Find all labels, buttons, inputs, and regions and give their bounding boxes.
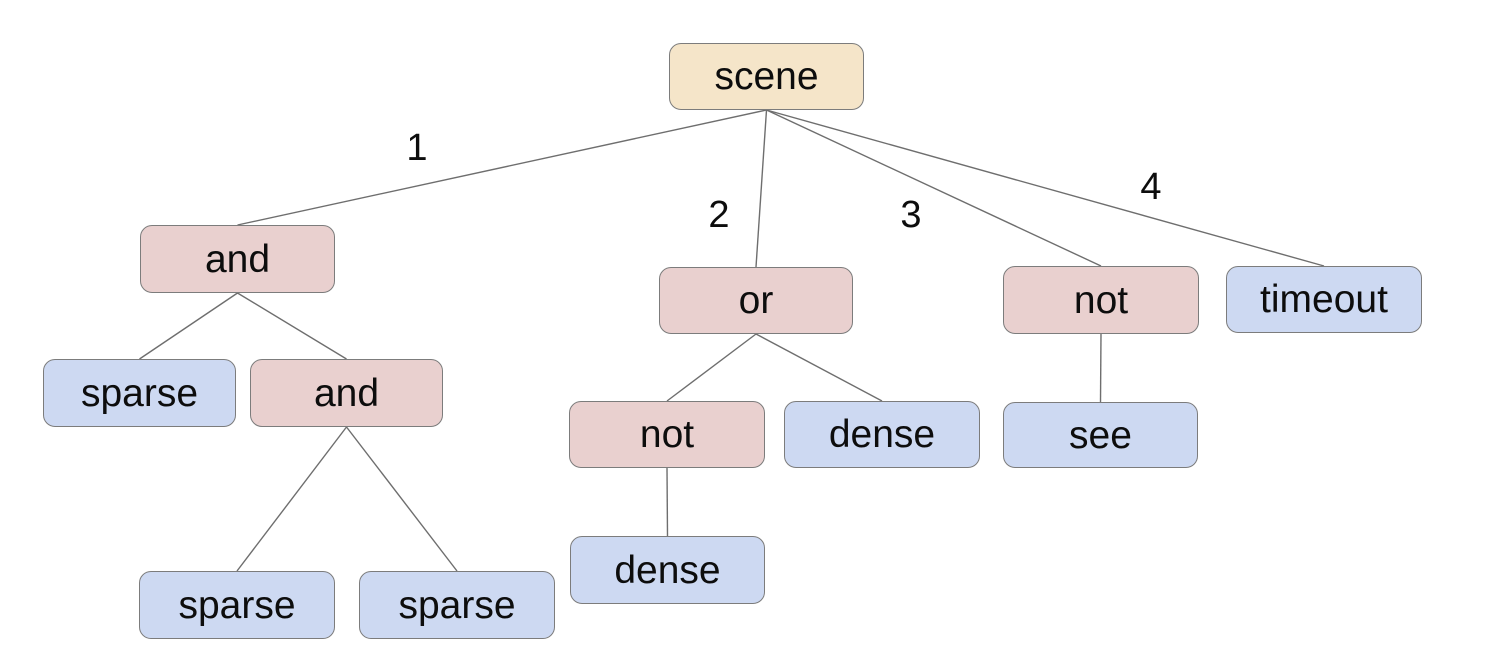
node-not1: not bbox=[1003, 266, 1199, 334]
edge-or1-to-not2 bbox=[666, 333, 757, 402]
node-and2: and bbox=[250, 359, 443, 427]
edge-not1-to-see bbox=[1099, 333, 1102, 403]
node-label-dense2: dense bbox=[614, 548, 721, 592]
node-label-and2: and bbox=[313, 371, 380, 415]
edge-scene-to-or1 bbox=[755, 109, 768, 268]
node-sparse2: sparse bbox=[139, 571, 335, 639]
node-sparse1: sparse bbox=[43, 359, 236, 427]
edge-and2-to-sparse3 bbox=[345, 426, 458, 572]
node-label-sparse2: sparse bbox=[178, 583, 296, 627]
node-scene: scene bbox=[669, 43, 864, 110]
node-dense1: dense bbox=[784, 401, 980, 468]
edge-label-3: 3 bbox=[900, 194, 922, 236]
node-label-timeout: timeout bbox=[1260, 278, 1388, 321]
edge-and1-to-sparse1 bbox=[139, 292, 238, 360]
node-label-see: see bbox=[1069, 413, 1132, 457]
node-label-not2: not bbox=[639, 413, 695, 456]
edge-and1-to-and2 bbox=[237, 292, 347, 360]
edge-scene-to-not1 bbox=[766, 109, 1102, 267]
edge-scene-to-timeout bbox=[766, 109, 1325, 267]
edge-scene-to-and1 bbox=[237, 109, 767, 226]
edge-label-1: 1 bbox=[406, 127, 428, 169]
node-label-sparse3: sparse bbox=[398, 583, 516, 627]
node-label-not1: not bbox=[1073, 278, 1129, 322]
node-label-dense1: dense bbox=[828, 413, 936, 456]
node-dense2: dense bbox=[570, 536, 765, 604]
node-see: see bbox=[1003, 402, 1198, 468]
edge-label-4: 4 bbox=[1140, 166, 1162, 208]
node-or1: or bbox=[659, 267, 853, 334]
node-not2: not bbox=[569, 401, 765, 468]
node-label-sparse1: sparse bbox=[80, 371, 199, 415]
edge-label-2: 2 bbox=[708, 194, 730, 236]
node-sparse3: sparse bbox=[359, 571, 555, 639]
edge-and2-to-sparse2 bbox=[236, 426, 348, 572]
node-label-or1: or bbox=[738, 279, 774, 322]
node-label-scene: scene bbox=[714, 55, 819, 98]
node-label-and1: and bbox=[204, 237, 271, 281]
edge-not2-to-dense2 bbox=[666, 467, 669, 537]
edge-or1-to-dense1 bbox=[755, 333, 883, 402]
node-timeout: timeout bbox=[1226, 266, 1422, 333]
node-and1: and bbox=[140, 225, 335, 293]
